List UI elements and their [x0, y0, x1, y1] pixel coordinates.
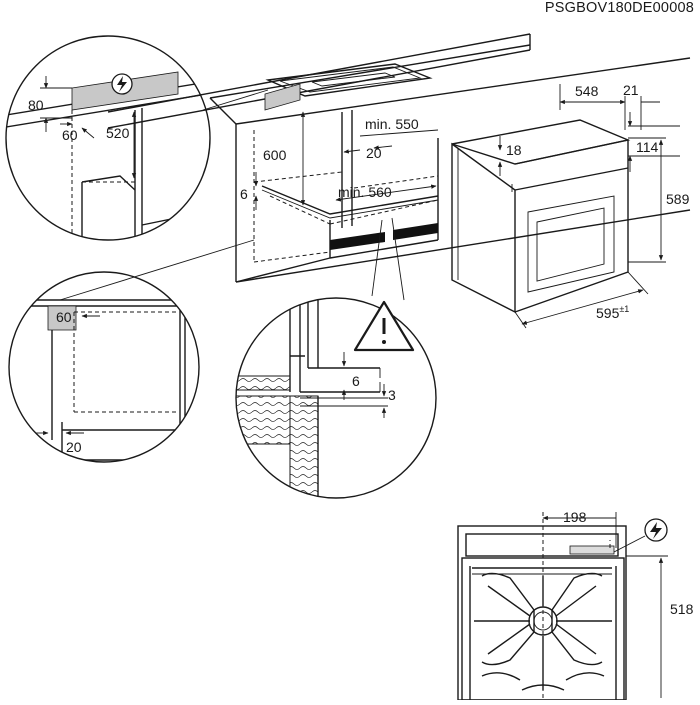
- label-80: 80: [28, 97, 44, 113]
- oven-drawing: [451, 119, 631, 314]
- dim-6-side: 6: [240, 172, 259, 210]
- dim-600: 600: [263, 111, 306, 206]
- label-600: 600: [263, 147, 287, 163]
- label-518: 518: [670, 601, 694, 617]
- oven-front-view: 198 518: [457, 509, 694, 701]
- dim-min550: min. 550: [359, 116, 439, 137]
- warning-triangle-icon: [353, 300, 415, 352]
- label-18: 18: [506, 142, 522, 158]
- dim-114: 114: [627, 112, 680, 172]
- grate-pattern: [472, 567, 612, 691]
- label-6-detail: 6: [352, 373, 360, 389]
- electric-connection-icon: [111, 73, 133, 95]
- label-min560: min. 560: [338, 184, 392, 200]
- dim-589: 589: [628, 137, 690, 263]
- dim-min560: min. 560: [335, 184, 437, 202]
- label-min550: min. 550: [365, 116, 419, 132]
- electric-connection-icon-front: [613, 518, 668, 553]
- dim-548-21: 548 21: [559, 82, 660, 130]
- label-60-top: 60: [62, 127, 78, 143]
- label-20-top: 20: [366, 145, 382, 161]
- dim-595: 595±1: [514, 271, 649, 329]
- label-20-side: 20: [66, 439, 82, 455]
- detail-circle-middle: 6 3: [235, 297, 437, 499]
- dim-18: 18: [497, 136, 522, 176]
- label-548: 548: [575, 83, 599, 99]
- detail-circle-top-left: 80 60 520: [5, 35, 211, 241]
- label-595: 595±1: [596, 304, 629, 321]
- label-3: 3: [388, 387, 396, 403]
- label-198: 198: [563, 509, 587, 525]
- label-6-side: 6: [240, 186, 248, 202]
- document-code: PSGBOV180DE00008: [544, 0, 694, 16]
- dim-20-top: 20: [343, 145, 393, 161]
- label-520: 520: [106, 125, 130, 141]
- detail-circle-mid-left: 60 20: [8, 271, 200, 463]
- label-21: 21: [623, 82, 639, 98]
- label-114: 114: [636, 139, 659, 155]
- cabinet-drawing: [59, 33, 691, 301]
- label-60-side: 60: [56, 309, 72, 325]
- label-589: 589: [666, 191, 690, 207]
